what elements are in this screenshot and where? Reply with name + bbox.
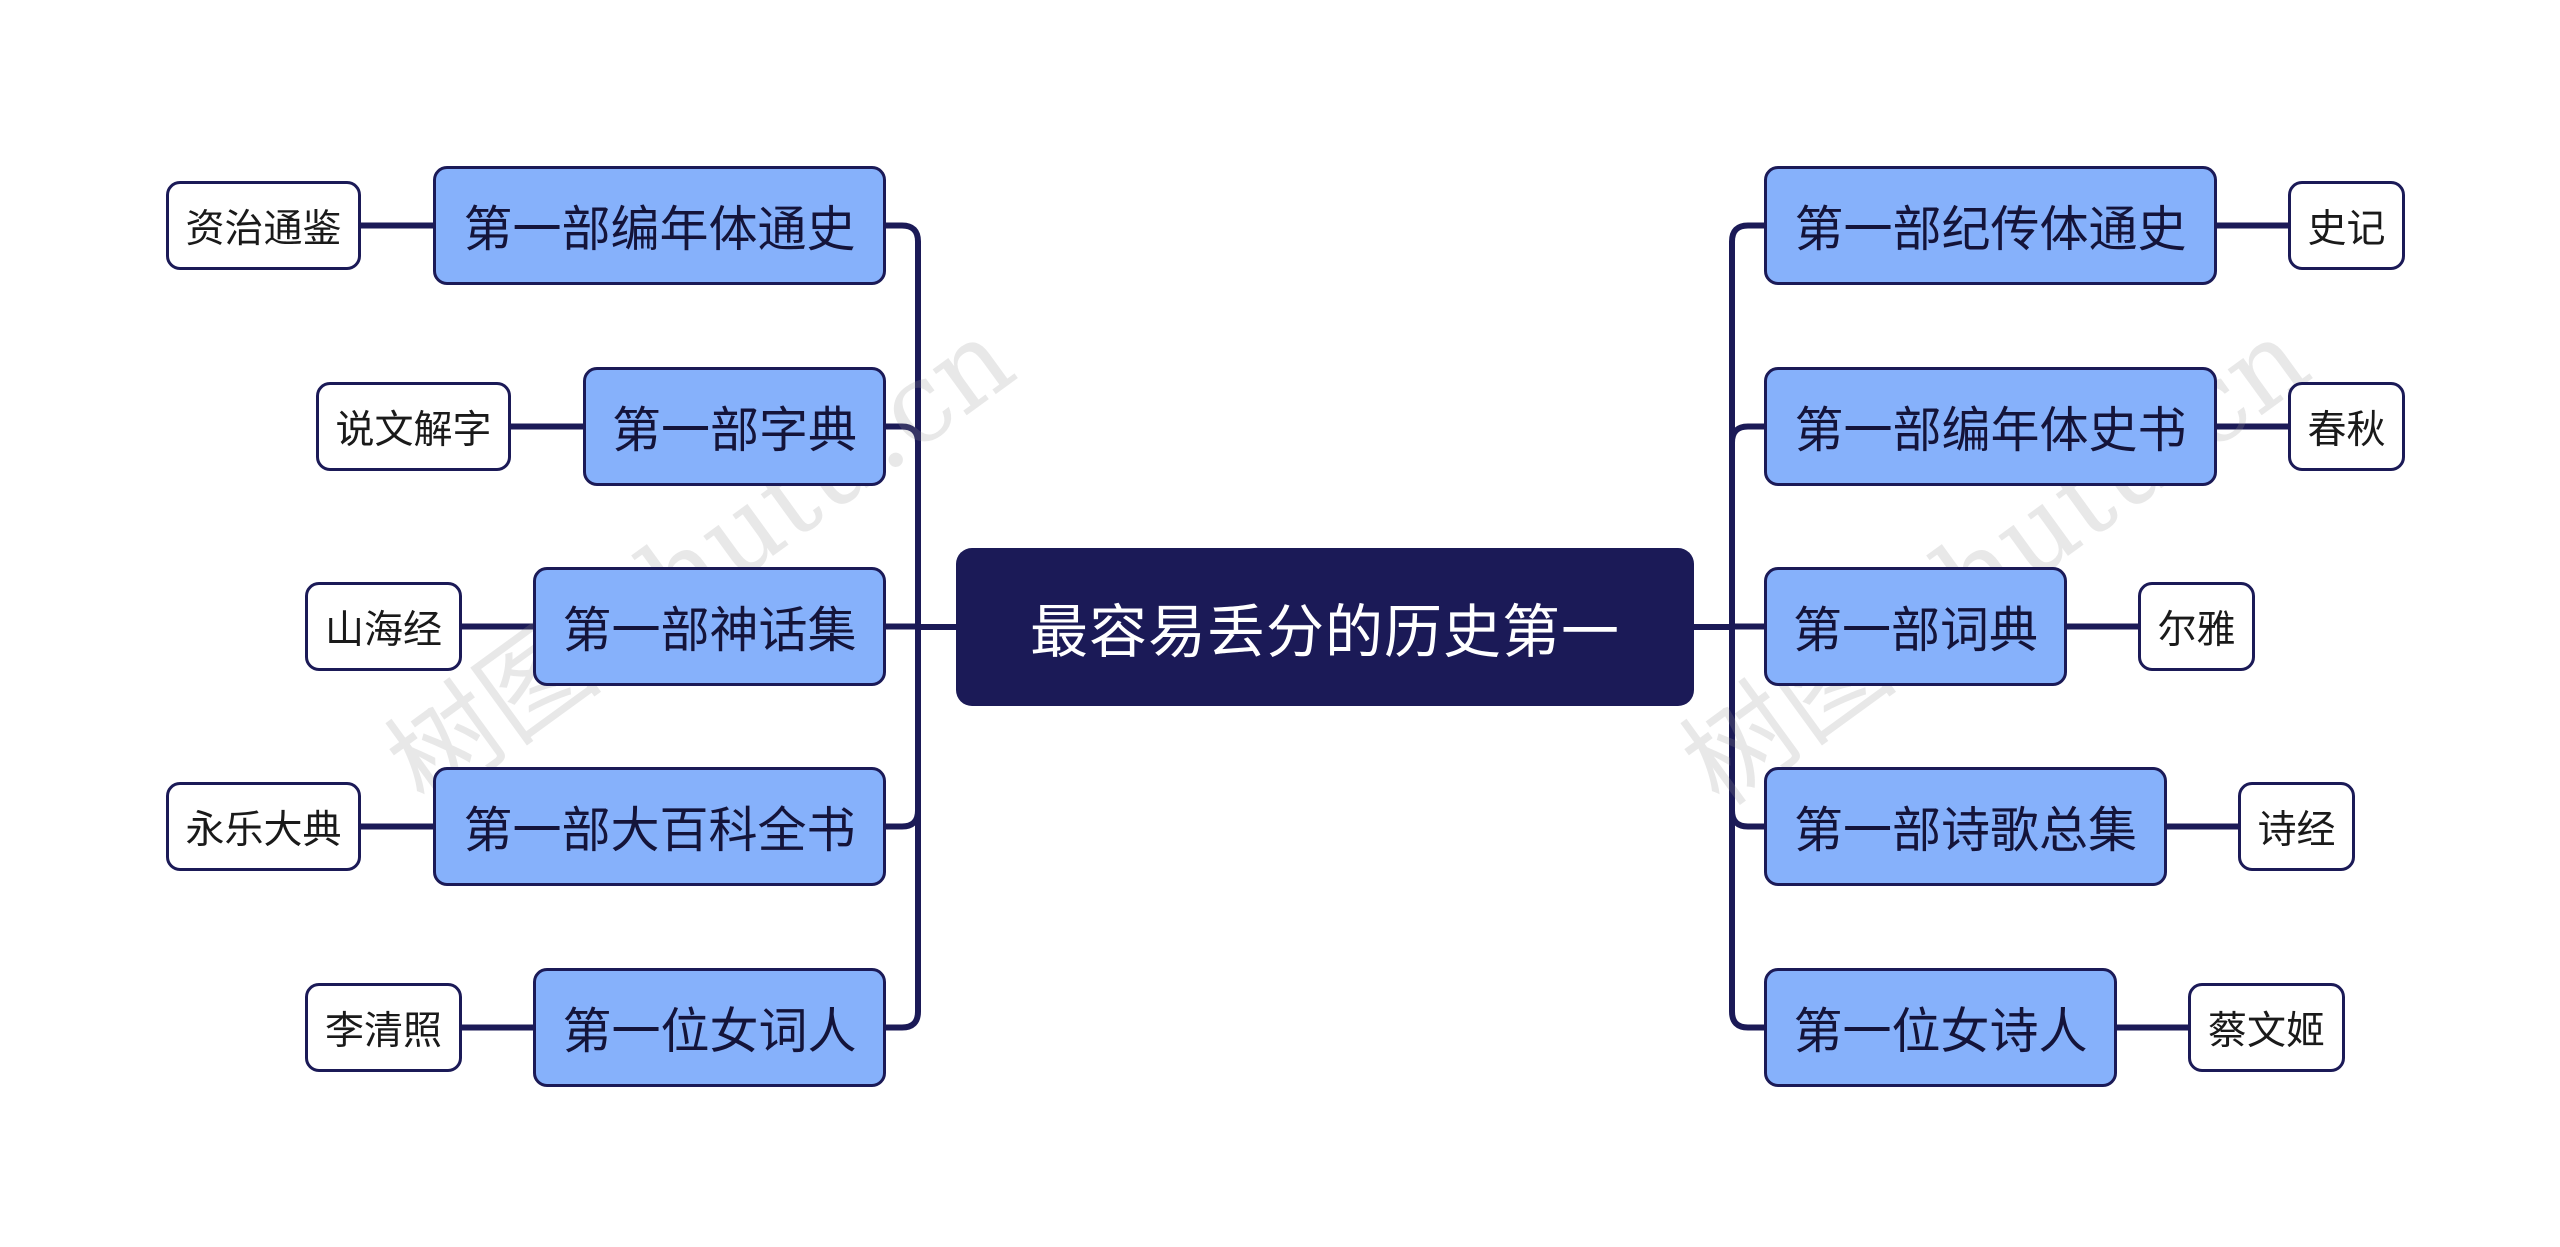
right-branch-4[interactable]: 第一部诗歌总集 (1764, 767, 2167, 886)
right-branch-5[interactable]: 第一位女诗人 (1764, 968, 2117, 1087)
left-leaf-2[interactable]: 说文解字 (316, 382, 511, 471)
left-leaf-1[interactable]: 资治通鉴 (166, 181, 361, 270)
watermark-right: 树图 shutu.cn (1660, 293, 2331, 830)
left-branch-5[interactable]: 第一位女词人 (533, 968, 886, 1087)
right-leaf-2[interactable]: 春秋 (2288, 382, 2405, 471)
right-leaf-5[interactable]: 蔡文姬 (2188, 983, 2345, 1072)
right-leaf-4[interactable]: 诗经 (2238, 782, 2355, 871)
right-leaf-3[interactable]: 尔雅 (2138, 582, 2255, 671)
left-branch-link-5 (883, 624, 921, 1031)
right-branch-link-1 (1729, 222, 1767, 630)
right-branch-2[interactable]: 第一部编年体史书 (1764, 367, 2217, 486)
watermark-left: 树图 shutu.cn (365, 293, 1036, 830)
left-branch-4[interactable]: 第一部大百科全书 (433, 767, 886, 886)
left-branch-2[interactable]: 第一部字典 (583, 367, 886, 486)
right-leaf-1[interactable]: 史记 (2288, 181, 2405, 270)
left-leaf-4[interactable]: 永乐大典 (166, 782, 361, 871)
right-branch-1[interactable]: 第一部纪传体通史 (1764, 166, 2217, 285)
left-leaf-3[interactable]: 山海经 (305, 582, 462, 671)
left-branch-3[interactable]: 第一部神话集 (533, 567, 886, 686)
left-branch-1[interactable]: 第一部编年体通史 (433, 166, 886, 285)
left-leaf-5[interactable]: 李清照 (305, 983, 462, 1072)
right-branch-link-2 (1729, 423, 1767, 630)
left-branch-link-4 (883, 624, 921, 830)
root-topic[interactable]: 最容易丢分的历史第一 (956, 548, 1694, 706)
right-branch-3[interactable]: 第一部词典 (1764, 567, 2067, 686)
